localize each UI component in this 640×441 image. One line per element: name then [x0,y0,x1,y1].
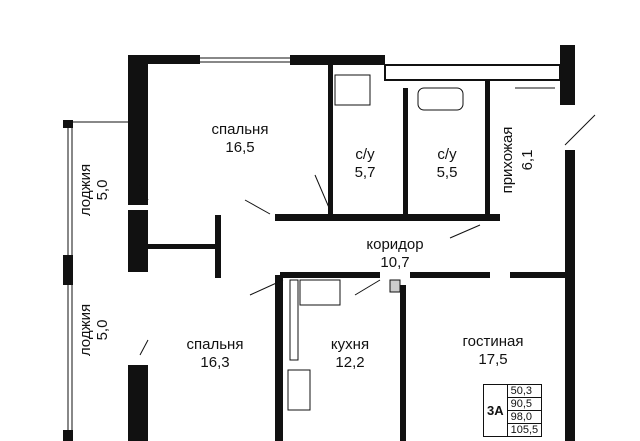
room-area: 17,5 [478,351,508,368]
room-area: 5,5 [436,164,458,181]
room-name: спальня [186,336,244,353]
room-name: коридор [366,236,424,253]
legend-value: 98,0 [507,411,542,424]
room-name: с/у [437,146,457,163]
apartment-legend: 3А 50,3 90,5 98,0 105,5 [483,384,543,437]
room-area-loggia-2: 5,0 [94,319,111,341]
room-area-loggia-1: 5,0 [94,179,111,201]
room-name-hallway: прихожая [499,126,516,194]
apartment-type: 3А [484,385,508,436]
room-area: 5,7 [354,164,376,181]
room-name: гостиная [462,333,524,350]
room-area: 16,5 [225,139,255,156]
room-name-loggia-2: лоджия [77,303,94,357]
room-area: 16,3 [200,354,230,371]
room-name: с/у [355,146,375,163]
room-name: спальня [211,121,269,138]
legend-value: 105,5 [510,424,539,436]
legend-value: 90,5 [507,398,542,411]
legend-value: 50,3 [507,385,542,398]
room-area: 12,2 [335,354,365,371]
room-area: 10,7 [380,254,410,271]
room-name: кухня [330,336,370,353]
room-name-loggia-1: лоджия [77,163,94,217]
room-area-hallway: 6,1 [519,149,536,171]
